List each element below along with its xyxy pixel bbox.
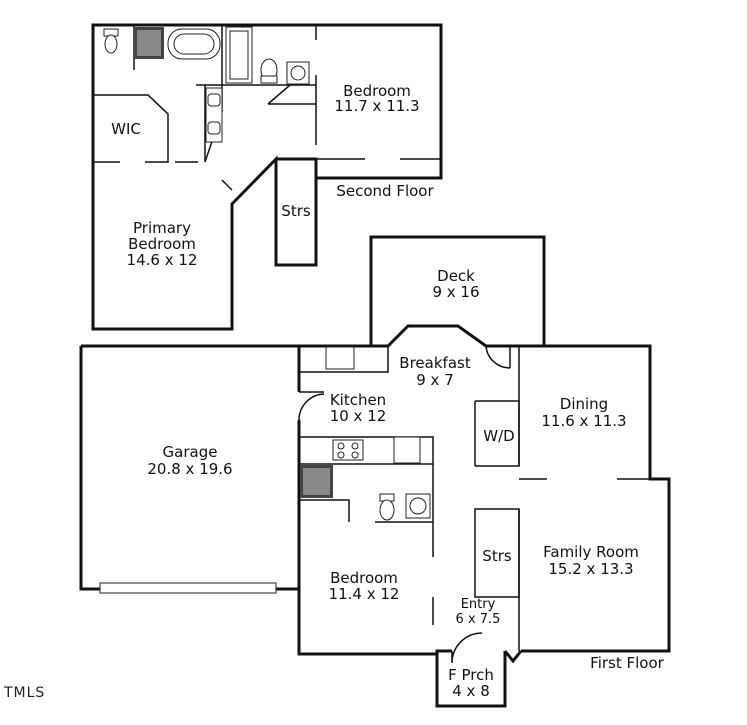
kitchen-size: 10 x 12 (330, 407, 387, 425)
bedroom-lower-label: Bedroom (330, 569, 398, 587)
primary-bedroom-label-2: Bedroom (128, 235, 196, 253)
wd-label: W/D (483, 427, 514, 445)
sink-icon (286, 61, 310, 85)
deck-size: 9 x 16 (432, 283, 479, 301)
first-floor-walls (79, 324, 671, 708)
fridge-icon (393, 436, 421, 464)
dining-size: 11.6 x 11.3 (541, 412, 626, 430)
front-porch-label: F Prch (448, 666, 494, 684)
sink-icon (405, 493, 431, 519)
first-floor-label: First Floor (590, 654, 664, 672)
garage-label: Garage (163, 443, 218, 461)
bedroom-upper-label: Bedroom (343, 82, 411, 100)
garage-size: 20.8 x 19.6 (147, 460, 232, 478)
family-room-size: 15.2 x 13.3 (548, 560, 633, 578)
vanity-icon (205, 87, 223, 143)
tmls-logo: TMLS (3, 685, 45, 701)
shower-icon (134, 27, 164, 59)
stairs-lower-label: Strs (482, 547, 512, 565)
toilet-icon (260, 58, 278, 84)
bedroom-lower-size: 11.4 x 12 (329, 585, 400, 603)
deck-label: Deck (437, 267, 475, 285)
wic-label: WIC (111, 120, 141, 138)
second-floor-fixtures (103, 26, 310, 143)
second-floor-label: Second Floor (336, 182, 434, 200)
sink-icon (325, 346, 355, 370)
deck-walls (369, 235, 546, 346)
family-room-label: Family Room (543, 543, 639, 561)
kitchen-label: Kitchen (330, 391, 386, 409)
shower-stall-icon (225, 26, 253, 84)
toilet-icon (103, 28, 119, 54)
breakfast-label: Breakfast (399, 354, 471, 372)
first-floor-interior (99, 345, 669, 664)
entry-size: 6 x 7.5 (456, 612, 501, 627)
breakfast-size: 9 x 7 (416, 371, 454, 389)
primary-bedroom-label-1: Primary (133, 219, 191, 237)
bedroom-upper-size: 11.7 x 11.3 (334, 97, 419, 115)
toilet-icon (379, 493, 395, 521)
front-porch-size: 4 x 8 (452, 682, 490, 700)
bathtub-icon (167, 28, 221, 60)
dining-label: Dining (560, 395, 608, 413)
stairs-upper-label: Strs (281, 202, 311, 220)
shower-icon (300, 465, 333, 498)
entry-label: Entry (461, 597, 496, 612)
range-icon (332, 439, 364, 461)
primary-bedroom-size: 14.6 x 12 (127, 251, 198, 269)
